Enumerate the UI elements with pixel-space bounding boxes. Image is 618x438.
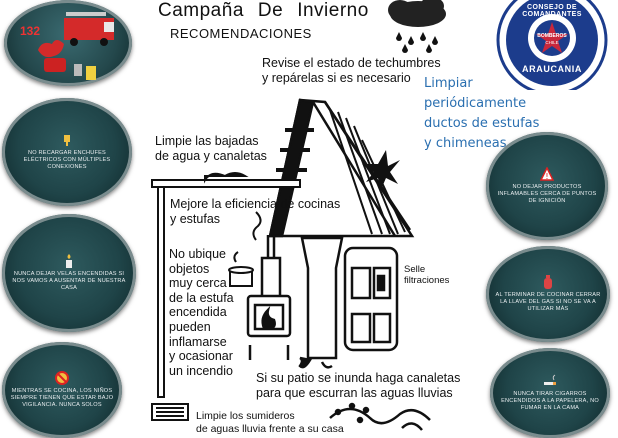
- roofs-line: Revise el estado de techumbres: [262, 56, 441, 70]
- badge-text: NO RECARGAR ENCHUFES ELÉCTRICOS CON MÚLT…: [23, 150, 111, 170]
- badge-gas: AL TERMINAR DE COCINAR CERRAR LA LLAVE D…: [486, 246, 610, 342]
- ducts-line: Limpiar: [424, 76, 473, 91]
- ducts-line: y chimeneas: [424, 136, 507, 151]
- badge-children: MIENTRAS SE COCINA, LOS NIÑOS SIEMPRE TI…: [2, 342, 122, 438]
- seal-line: filtraciones: [404, 275, 450, 286]
- stoves-line: y estufas: [170, 212, 221, 226]
- window-icon: [343, 246, 399, 352]
- ducts-line: periódicamente: [424, 96, 527, 111]
- ducts-line: ductos de estufas: [424, 116, 540, 131]
- patio-line: Si su patio se inunda haga canaletas: [256, 371, 461, 385]
- no-objects-line: encendida: [169, 305, 227, 320]
- badge-text: AL TERMINAR DE COCINAR CERRAR LA LLAVE D…: [495, 292, 601, 312]
- gutter-icon: [151, 172, 301, 398]
- no-objects-text: No ubique objetos muy cerca de la estufa…: [169, 247, 234, 378]
- poster-title: Campaña De Invierno: [158, 0, 369, 22]
- emergency-number: 132: [20, 24, 41, 38]
- emergency-badge: 132: [4, 0, 132, 86]
- no-objects-line: de la estufa: [169, 290, 234, 305]
- title-word-campana: Campaña: [158, 0, 244, 21]
- stoves-text: Mejore la eficiencia de cocinas y estufa…: [170, 197, 340, 227]
- plug-icon: [60, 133, 74, 147]
- gutters-line: de agua y canaletas: [155, 149, 267, 163]
- drains-line: Limpie los sumideros: [196, 410, 295, 422]
- seal-text: Selle filtraciones: [404, 264, 449, 286]
- no-objects-line: inflamarse: [169, 334, 227, 349]
- patio-text: Si su patio se inunda haga canaletas par…: [256, 371, 460, 401]
- badge-outlets: NO RECARGAR ENCHUFES ELÉCTRICOS CON MÚLT…: [2, 98, 132, 206]
- warning-icon: !: [540, 167, 554, 181]
- logo-bottom-text: ARAUCANIA: [522, 64, 582, 74]
- patio-line: para que escurran las aguas lluvias: [256, 386, 453, 400]
- stream-icon: [329, 402, 431, 431]
- badge-cigarettes: NUNCA TIRAR CIGARROS ENCENDIDOS A LA PAP…: [490, 348, 610, 438]
- logo-center-text: BOMBEROS: [537, 33, 567, 39]
- badge-text: NUNCA TIRAR CIGARROS ENCENDIDOS A LA PAP…: [501, 391, 599, 411]
- title-word-de: De: [257, 0, 284, 21]
- gutters-line: Limpie las bajadas: [155, 134, 259, 148]
- no-objects-line: No ubique: [169, 247, 226, 261]
- ducts-text: Limpiar periódicamente ductos de estufas…: [424, 74, 539, 154]
- roofs-line: y repárelas si es necesario: [262, 71, 411, 85]
- badge-candles: NUNCA DEJAR VELAS ENCENDIDAS SI NOS VAMO…: [2, 214, 136, 332]
- stove-icon: [246, 211, 292, 360]
- duct-icon: [298, 236, 344, 369]
- gas-cylinder-icon: [541, 275, 555, 289]
- rain-cloud-icon: [388, 0, 446, 53]
- cigarette-icon: [543, 374, 557, 388]
- badge-text: MIENTRAS SE COCINA, LOS NIÑOS SIEMPRE TI…: [10, 388, 114, 408]
- no-cooking-icon: [55, 371, 69, 385]
- candle-icon: [62, 254, 76, 268]
- drains-line: de aguas lluvia frente a su casa: [196, 423, 344, 435]
- no-objects-line: muy cerca: [169, 276, 227, 291]
- roofs-text: Revise el estado de techumbres y repárel…: [262, 56, 441, 86]
- logo-sub-text: CHILE: [545, 40, 559, 45]
- poster-subtitle: RECOMENDACIONES: [170, 26, 312, 41]
- logo-emblem-icon: [496, 0, 608, 90]
- logo-top-text: CONSEJO DE COMANDANTES: [522, 4, 582, 18]
- pot-icon: [228, 251, 254, 287]
- fire-truck-icon: [38, 12, 114, 80]
- no-objects-line: y ocasionar: [169, 349, 233, 364]
- no-objects-line: un incendio: [169, 363, 233, 378]
- stoves-line: Mejore la eficiencia de cocinas: [170, 197, 341, 211]
- title-word-invierno: Invierno: [297, 0, 369, 21]
- drains-text: Limpie los sumideros de aguas lluvia fre…: [196, 410, 344, 436]
- badge-flammables: ! NO DEJAR PRODUCTOS INFLAMABLES CERCA D…: [486, 132, 608, 240]
- seal-line: Selle: [404, 264, 426, 275]
- drain-icon: [151, 403, 189, 421]
- svg-text:!: !: [545, 172, 548, 181]
- gutters-text: Limpie las bajadas de agua y canaletas: [155, 134, 267, 164]
- roof-icon: [268, 98, 415, 238]
- no-objects-line: pueden: [169, 319, 211, 334]
- firefighters-logo: CONSEJO DE COMANDANTES BOMBEROS CHILE AR…: [494, 0, 610, 90]
- badge-text: NO DEJAR PRODUCTOS INFLAMABLES CERCA DE …: [497, 184, 597, 204]
- badge-text: NUNCA DEJAR VELAS ENCENDIDAS SI NOS VAMO…: [12, 271, 126, 291]
- no-objects-line: objetos: [169, 261, 210, 276]
